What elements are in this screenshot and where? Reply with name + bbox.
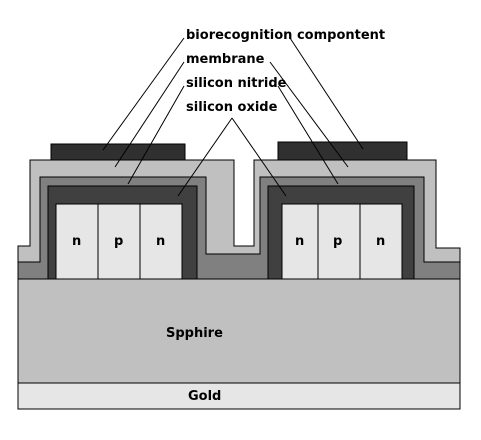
device2-n-left-label: n — [295, 234, 304, 249]
device1-region-n-right — [139, 203, 183, 280]
leader-nitride-right — [277, 85, 339, 185]
leader-biorecognition-left — [102, 37, 185, 151]
device2-region-n-right — [359, 203, 403, 280]
gold-label: Gold — [188, 389, 221, 404]
device1-region-n-left — [55, 203, 99, 280]
leader-membrane-right — [269, 61, 349, 168]
device1-p-label: p — [114, 234, 123, 249]
leader-oxide-left — [177, 117, 233, 197]
device2-n-right-label: n — [376, 234, 385, 249]
sapphire-label: Spphire — [166, 326, 223, 341]
gold-layer — [17, 382, 461, 410]
leader-lines — [102, 37, 364, 197]
device1-n-right-label: n — [156, 234, 165, 249]
device1-n-left-label: n — [72, 234, 81, 249]
device2-p-label: p — [333, 234, 342, 249]
leader-oxide-right — [231, 117, 287, 197]
label-silicon-nitride: silicon nitride — [186, 76, 287, 91]
biorecognition-component-2 — [277, 141, 408, 161]
label-membrane: membrane — [186, 52, 265, 67]
leader-biorecognition-right — [289, 37, 364, 150]
device1-region-p — [97, 203, 141, 280]
leader-nitride-left — [127, 85, 185, 185]
label-silicon-oxide: silicon oxide — [186, 100, 278, 115]
sapphire-substrate — [17, 278, 461, 384]
label-biorecognition: biorecognition compontent — [186, 28, 385, 43]
biorecognition-component-1 — [50, 143, 186, 161]
leader-membrane-left — [114, 61, 185, 168]
